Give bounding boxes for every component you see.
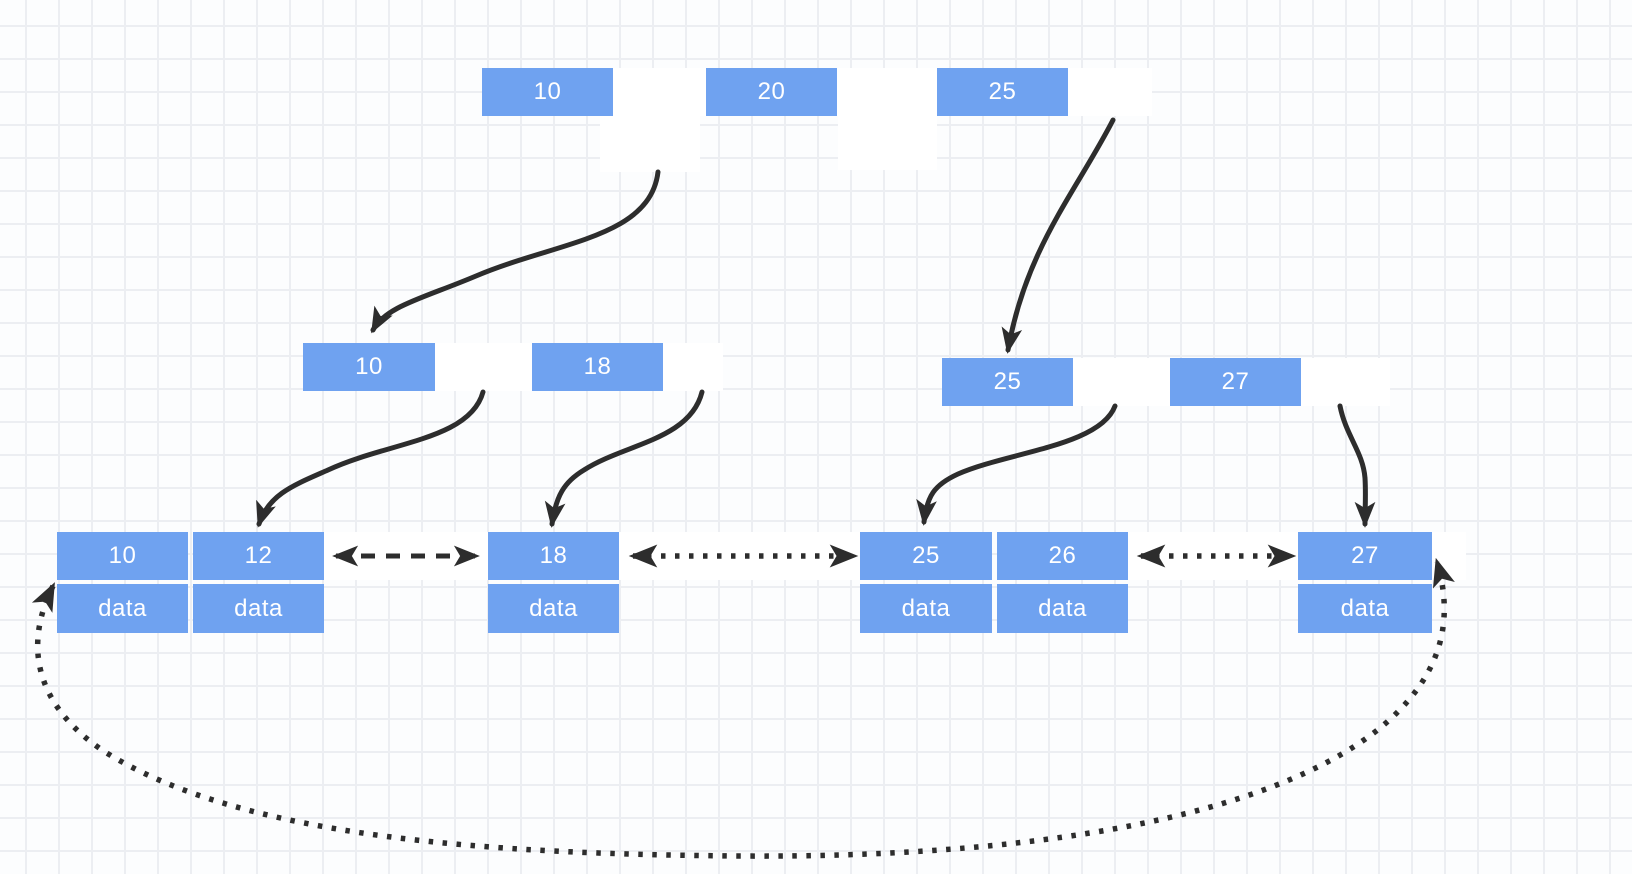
leaf-link-band-2[interactable] [619, 532, 860, 580]
internal-left-to-leaf-2-arrow[interactable] [544, 389, 705, 528]
root-pointer-cell-2[interactable] [838, 68, 937, 170]
internal-right-key-cell[interactable]: 25 [942, 358, 1073, 406]
internal-left-key-cell[interactable]: 18 [532, 343, 663, 391]
root-pointer-cell-1[interactable] [600, 68, 700, 172]
leaf-4-key-cell[interactable]: 27 [1298, 532, 1432, 580]
internal-right-to-leaf-4-arrow[interactable] [1337, 403, 1376, 528]
leaf-3-data-cell[interactable]: data [997, 584, 1128, 633]
root-key-cell[interactable]: 20 [706, 68, 837, 116]
internal-left-to-leaf-1-arrow[interactable] [256, 389, 486, 528]
leaf-3-data-cell[interactable]: data [860, 584, 992, 633]
leaf-2-data-cell[interactable]: data [488, 584, 619, 633]
leaf-1-key-cell[interactable]: 12 [193, 532, 324, 580]
leaf-3-key-cell[interactable]: 25 [860, 532, 992, 580]
root-to-internal-right-arrow[interactable] [1001, 117, 1116, 354]
internal-right-to-leaf-3-arrow[interactable] [916, 403, 1118, 526]
root-key-cell[interactable]: 25 [937, 68, 1068, 116]
leaf-4-data-cell[interactable]: data [1298, 584, 1432, 633]
leaf-2-key-cell[interactable]: 18 [488, 532, 619, 580]
leaf-3-key-cell[interactable]: 26 [997, 532, 1128, 580]
leaf-4-to-leaf-1-loop-arrow[interactable] [31, 557, 1455, 859]
root-to-internal-left-arrow[interactable] [370, 169, 661, 334]
internal-left-key-cell[interactable]: 10 [303, 343, 435, 391]
leaf-1-data-cell[interactable]: data [57, 584, 188, 633]
leaf-1-data-cell[interactable]: data [193, 584, 324, 633]
internal-right-key-cell[interactable]: 27 [1170, 358, 1301, 406]
leaf-1-key-cell[interactable]: 10 [57, 532, 188, 580]
root-key-cell[interactable]: 10 [482, 68, 613, 116]
